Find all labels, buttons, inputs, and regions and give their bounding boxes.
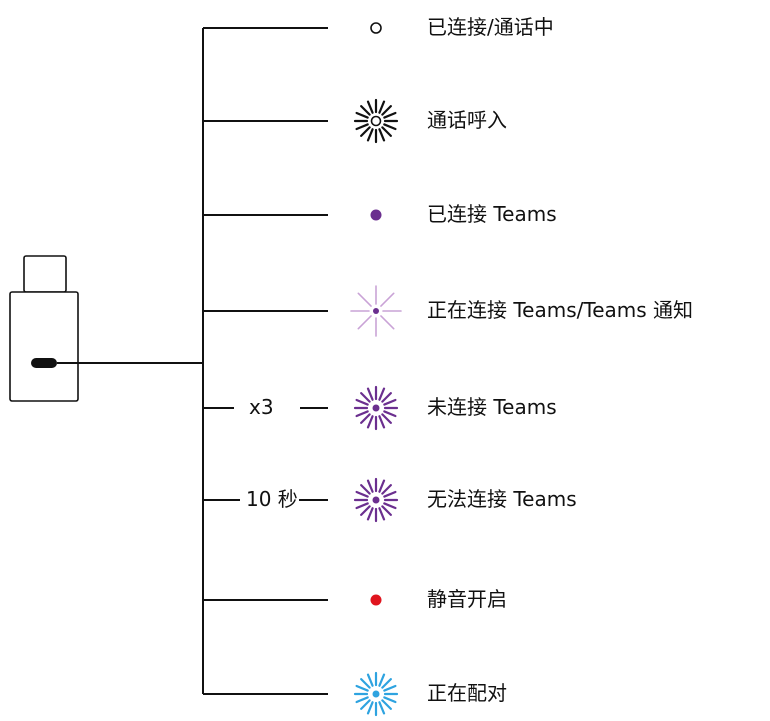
timing-annotation: 10 秒 [246,487,298,511]
led-state-label: 正在连接 Teams/Teams 通知 [427,298,694,322]
led-dot-icon [370,209,382,221]
led-state-label: 静音开启 [427,587,507,611]
led-burst-dot-icon [353,385,399,431]
usb-dongle-icon [9,255,79,402]
led-state-label: 未连接 Teams [427,395,557,419]
led-ring-icon [370,22,382,34]
timing-annotation: x3 [249,395,274,419]
led-state-label: 已连接/通话中 [427,15,554,39]
dongle-led-indicator [31,358,57,368]
led-state-label: 通话呼入 [427,108,507,132]
led-burst-dot-icon [353,477,399,523]
led-dot-icon [370,594,382,606]
led-state-label: 无法连接 Teams [427,487,577,511]
led-burst-dot-icon [353,671,399,717]
led-burst-ring-icon [353,98,399,144]
led-state-label: 已连接 Teams [427,202,557,226]
led-star-burst-icon [350,285,402,337]
led-state-label: 正在配对 [427,681,507,705]
connector-lines [57,27,328,695]
